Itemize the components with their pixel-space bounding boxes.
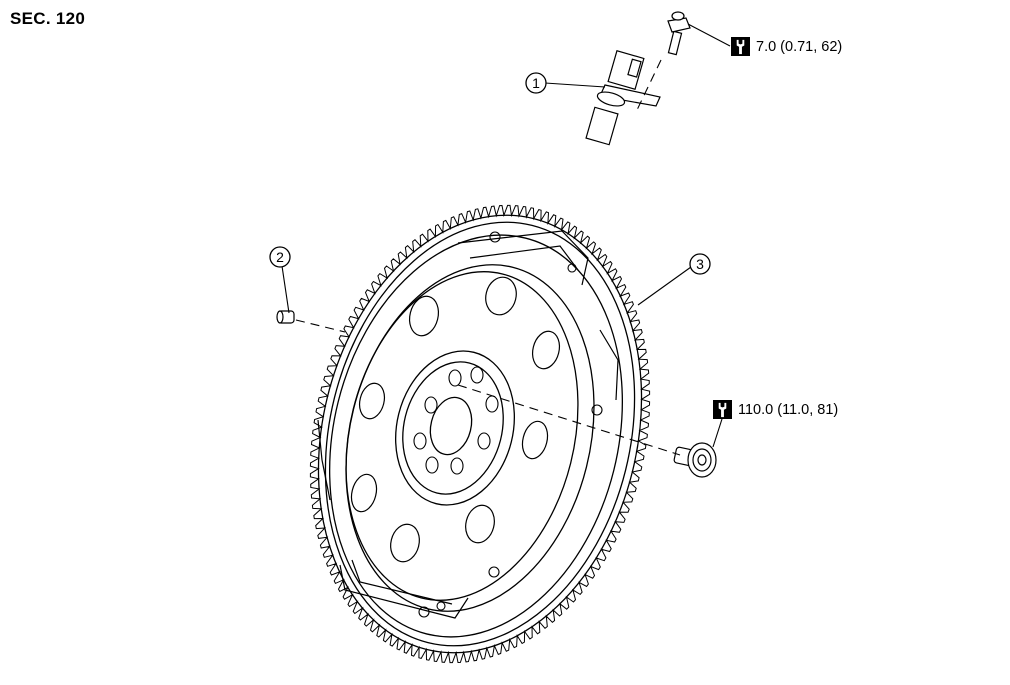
torque-value: 7.0 (0.71, 62) [756, 38, 843, 55]
pilot-bushing [276, 310, 295, 324]
gear-tooth-profile [309, 204, 651, 664]
torque-wrench-icon [731, 37, 750, 56]
callout-2-number: 2 [276, 249, 284, 265]
flywheel-lightening-holes [350, 276, 561, 563]
sensor-bolt [667, 11, 691, 56]
torque-value: 110.0 (11.0, 81) [738, 401, 839, 418]
flywheel-reinforcement-plates [317, 230, 619, 619]
leader-lines [281, 23, 731, 448]
callout-2: 2 [269, 246, 291, 268]
callout-3-number: 3 [696, 256, 704, 272]
torque-spec-flywheel-bolt: 110.0 (11.0, 81) [713, 400, 838, 419]
callout-1: 1 [525, 72, 547, 94]
section-label: SEC. 120 [10, 9, 86, 28]
callout-1-number: 1 [532, 75, 540, 91]
flywheel-bolt [673, 442, 717, 478]
crankshaft-position-sensor [585, 50, 661, 146]
torque-wrench-icon [713, 400, 732, 419]
flywheel-small-holes [418, 231, 603, 618]
flywheel-plate [324, 221, 636, 647]
callout-3: 3 [689, 253, 711, 275]
torque-spec-sensor-bolt: 7.0 (0.71, 62) [731, 37, 842, 56]
dashed-assembly-lines [295, 59, 681, 456]
